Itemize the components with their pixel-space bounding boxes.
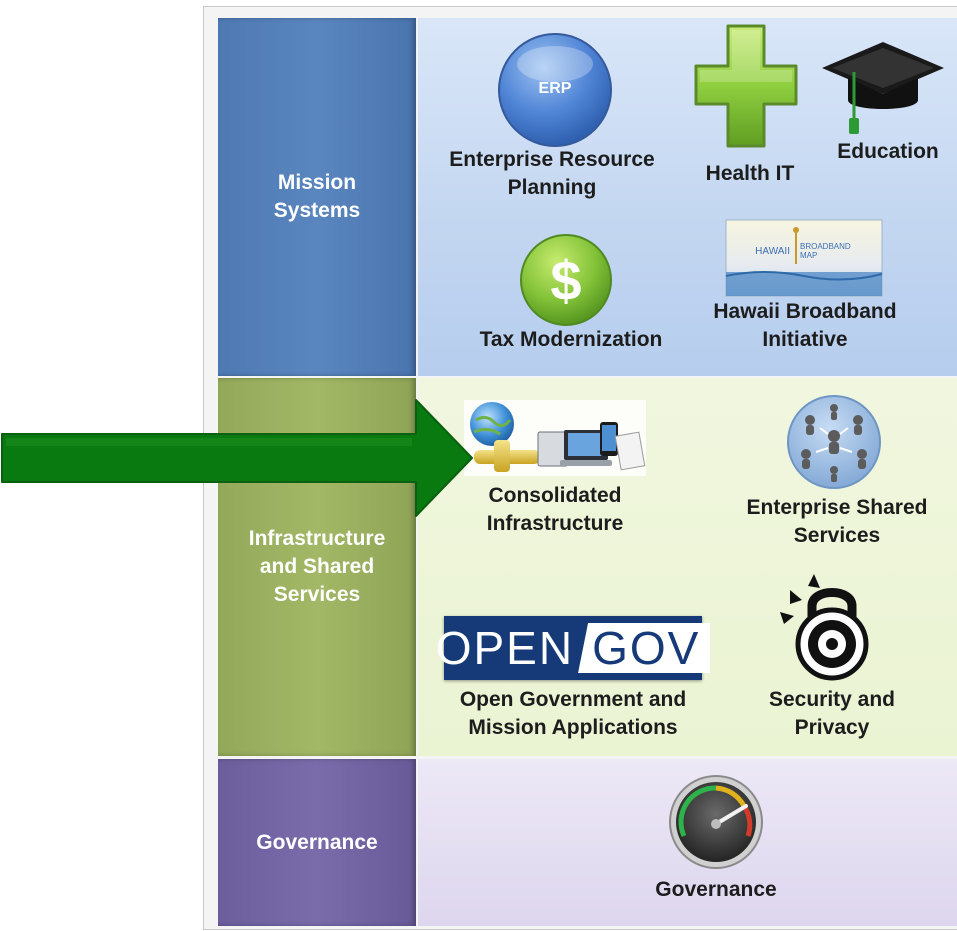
broadband-logo-text: HAWAII xyxy=(755,246,790,257)
broadband-logo-text: BROADBAND xyxy=(800,242,851,251)
caption-line: Enterprise Resource xyxy=(449,148,655,171)
broadband-map-logo: HAWAII BROADBAND MAP xyxy=(725,219,883,297)
row-label-line: Infrastructure xyxy=(248,527,386,550)
broadband-caption: Hawaii Broadband Initiative xyxy=(680,298,930,354)
caption-line: Enterprise Shared xyxy=(746,496,928,519)
erp-icon: ERP xyxy=(498,33,612,147)
broadband-logo-text: MAP xyxy=(800,251,817,260)
row-label-line: Systems xyxy=(273,199,361,222)
health-cross-icon xyxy=(694,24,798,148)
caption-line: Consolidated xyxy=(488,484,622,507)
infrastructure-devices-icon xyxy=(464,400,646,476)
shared-services-network-icon xyxy=(787,395,881,489)
opengov-logo-open: OPEN xyxy=(435,622,575,674)
health-caption: Health IT xyxy=(690,160,810,188)
row-label-line: and Shared xyxy=(259,555,375,578)
erp-icon-text: ERP xyxy=(539,80,572,97)
caption-line: Education xyxy=(837,140,939,163)
tax-caption: Tax Modernization xyxy=(458,326,684,354)
governance-caption: Governance xyxy=(626,876,806,904)
caption-line: Mission Applications xyxy=(468,716,678,739)
caption-line: Governance xyxy=(655,878,777,901)
caption-line: Infrastructure xyxy=(486,512,624,535)
row-label-line: Governance xyxy=(256,830,378,854)
padlock-icon xyxy=(780,574,869,681)
shared-services-caption: Enterprise Shared Services xyxy=(722,494,952,550)
caption-line: Privacy xyxy=(794,716,870,739)
caption-line: Open Government and xyxy=(459,688,687,711)
caption-line: Security and xyxy=(768,688,896,711)
education-caption: Education xyxy=(826,138,950,166)
caption-line: Planning xyxy=(507,176,597,199)
opengov-logo-gov: GOV xyxy=(578,623,711,673)
row-label-governance: Governance xyxy=(218,759,416,926)
erp-caption: Enterprise Resource Planning xyxy=(432,146,672,202)
caption-line: Health IT xyxy=(705,162,795,185)
security-caption: Security and Privacy xyxy=(742,686,922,742)
caption-line: Services xyxy=(793,524,881,547)
opengov-logo: OPEN GOV xyxy=(436,616,711,680)
speedometer-gauge-icon xyxy=(669,775,763,869)
caption-line: Hawaii Broadband xyxy=(713,300,897,323)
dollar-icon: $ xyxy=(520,234,612,326)
green-arrow-pointer xyxy=(1,399,473,517)
caption-line: Initiative xyxy=(762,328,848,351)
svg-text:$: $ xyxy=(550,249,581,312)
row-label-line: Mission xyxy=(277,171,357,194)
opengov-caption: Open Government and Mission Applications xyxy=(432,686,714,742)
consolidated-caption: Consolidated Infrastructure xyxy=(440,482,670,538)
caption-line: Tax Modernization xyxy=(479,328,663,351)
graduation-cap-icon xyxy=(822,42,944,134)
row-label-line: Services xyxy=(273,583,361,606)
